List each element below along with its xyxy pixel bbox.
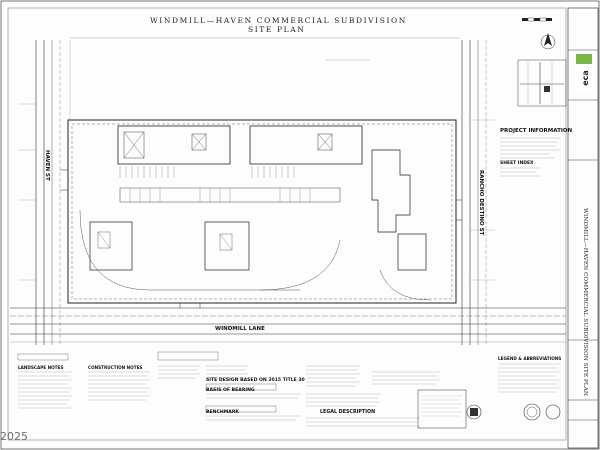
construction-notes-heading: CONSTRUCTION NOTES <box>88 365 143 370</box>
north-arrow-icon <box>540 33 556 50</box>
title-block-sheet-title: WINDMILL—HAVEN COMMERCIAL SUBDIVISION SI… <box>582 208 588 396</box>
benchmark-heading: BENCHMARK <box>206 410 239 415</box>
street-label-rancho-destino: RANCHO DESTINO ST <box>478 170 484 236</box>
watermark-year: 2025 <box>0 430 28 443</box>
legend-heading: LEGEND & ABBREVIATIONS <box>498 356 562 361</box>
sheet-subtitle: SITE PLAN <box>248 25 306 34</box>
eca-logo-icon: eca <box>573 52 595 92</box>
sheet-index-heading: SHEET INDEX <box>500 161 534 166</box>
project-information-heading: PROJECT INFORMATION <box>500 128 573 134</box>
seal-stamp <box>466 404 482 420</box>
landscape-notes-heading: LANDSCAPE NOTES <box>18 365 64 370</box>
basis-of-bearing-heading: BASIS OF BEARING <box>206 388 255 393</box>
firm-logo: eca <box>573 52 595 92</box>
street-label-haven: HAVEN ST <box>44 150 50 181</box>
vicinity-map-icon <box>517 59 567 107</box>
street-label-windmill: WINDMILL LANE <box>215 326 265 332</box>
svg-text:eca: eca <box>581 70 590 86</box>
sheet-title: WINDMILL—HAVEN COMMERCIAL SUBDIVISION <box>150 16 407 25</box>
legal-description-heading: LEGAL DESCRIPTION <box>320 410 376 415</box>
scale-bar-icon <box>522 17 552 22</box>
site-design-heading: SITE DESIGN BASED ON 2015 TITLE 30 <box>206 378 305 383</box>
